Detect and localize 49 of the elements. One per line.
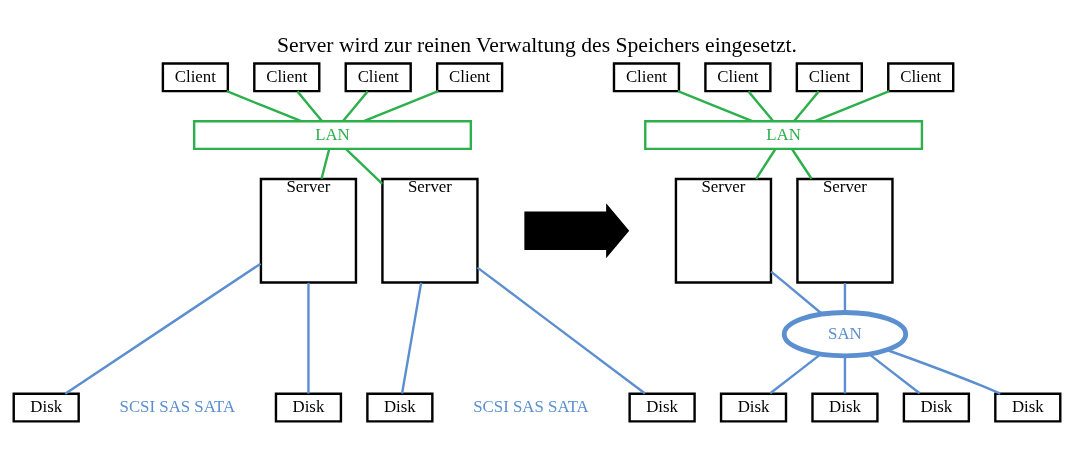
connector <box>769 353 822 395</box>
connector <box>814 90 890 123</box>
node-box: Disk <box>811 392 879 423</box>
node-box: Client <box>612 62 681 93</box>
node-box: Server <box>674 177 773 284</box>
node-box: LAN <box>644 120 924 151</box>
connector <box>843 283 847 313</box>
connector <box>345 148 383 185</box>
connector <box>320 148 331 180</box>
node-box: Client <box>887 62 955 93</box>
connector <box>64 262 262 395</box>
node-box: Disk <box>12 392 80 423</box>
connector <box>400 282 423 394</box>
connector <box>307 282 310 394</box>
node-box: Client <box>344 62 412 93</box>
node-box: Client <box>795 62 863 93</box>
connector <box>793 90 820 122</box>
connector <box>476 266 646 395</box>
connector <box>886 348 1001 395</box>
node-box: Client <box>704 62 772 93</box>
connector <box>755 148 777 180</box>
connector <box>791 148 813 180</box>
node-box: Disk <box>366 392 434 423</box>
connector <box>868 353 921 395</box>
node-box: Client <box>253 62 321 93</box>
node-box: Client <box>435 62 504 93</box>
connector <box>677 90 753 123</box>
connector <box>843 355 847 394</box>
node-arrow <box>524 203 630 259</box>
node-ellipse: SAN <box>781 310 909 359</box>
node-box: Disk <box>994 392 1062 423</box>
label: SCSI SAS SATA <box>119 396 236 416</box>
diagram-title: Server wird zur reinen Verwaltung des Speichers eingesetzt. <box>277 32 797 57</box>
node-box: LAN <box>192 120 473 151</box>
node-box: Disk <box>274 392 343 423</box>
connector <box>226 90 302 123</box>
connector <box>296 90 323 122</box>
node-box: Disk <box>902 392 971 423</box>
connector <box>747 90 774 122</box>
node-box: Server <box>259 177 358 284</box>
connector <box>363 90 439 123</box>
node-box: Client <box>161 62 230 93</box>
connector <box>342 90 369 122</box>
label: SCSI SAS SATA <box>473 396 589 416</box>
connector <box>770 270 823 315</box>
node-box: Server <box>796 177 894 284</box>
node-box: Disk <box>628 392 696 423</box>
node-box: Disk <box>719 392 788 423</box>
node-box: Server <box>381 177 479 284</box>
